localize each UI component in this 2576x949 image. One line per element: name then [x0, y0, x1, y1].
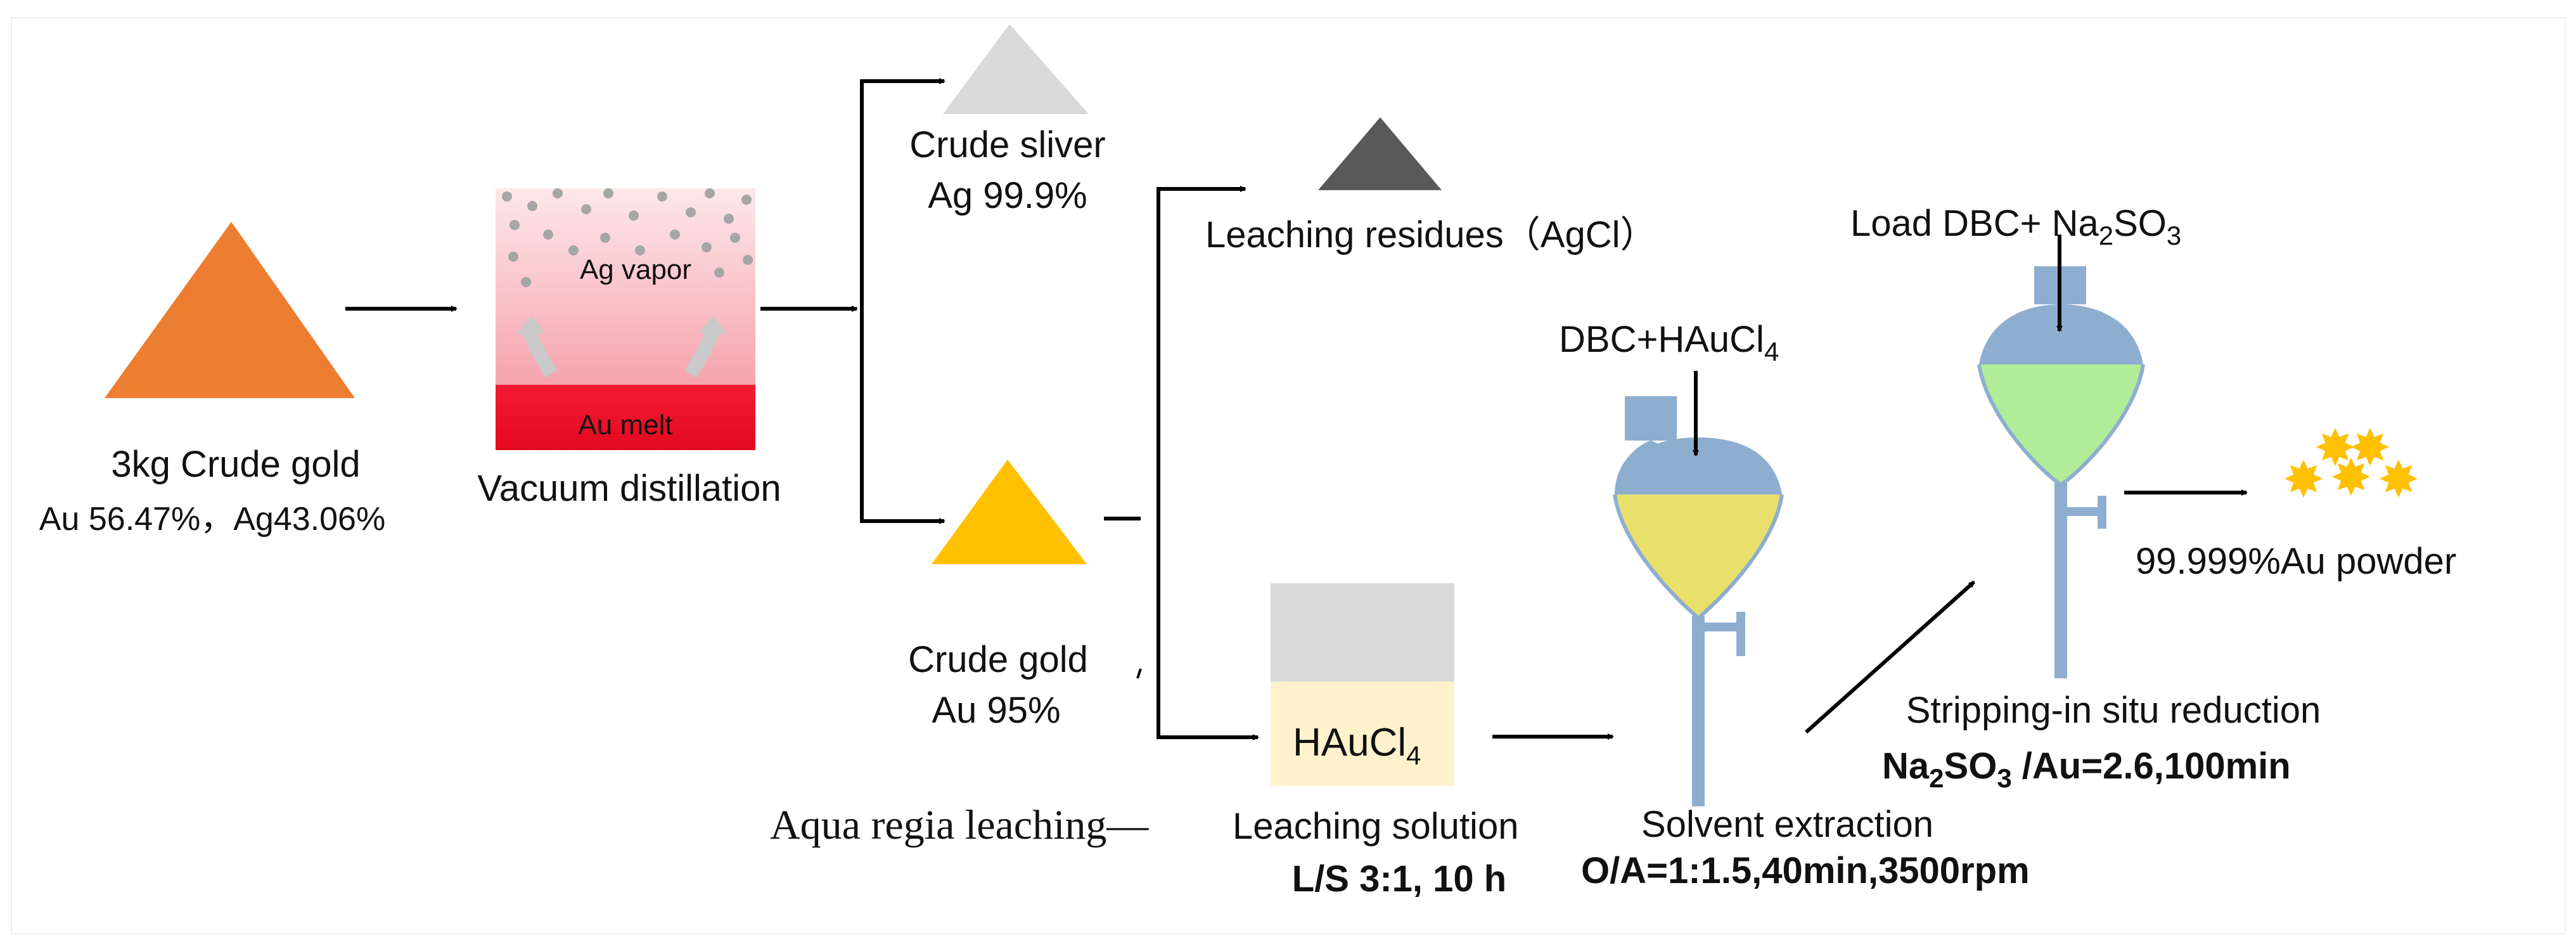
aqueous-phase-yellow — [1615, 494, 1782, 618]
solvent-extraction-label: Solvent extraction — [1641, 804, 1933, 845]
stripping-funnel-stem — [2054, 483, 2067, 678]
leaching-solution-label: Leaching solution — [1233, 806, 1518, 847]
au-star-icon — [2332, 458, 2370, 496]
oa-ratio-label: O/A=1:1.5,40min,3500rpm — [1581, 850, 2030, 891]
stripping-label: Stripping-in situ reduction — [1906, 690, 2321, 731]
au-melt-label: Au melt — [578, 410, 672, 441]
solution-box-top — [1271, 583, 1454, 681]
arrow-to-stripping — [1805, 580, 1975, 734]
na2so3-ratio-label: Na2SO3 /Au=2.6,100min — [1882, 746, 2291, 793]
stopcock-handle — [1736, 612, 1745, 656]
extraction-funnel — [1613, 396, 1784, 806]
au-powder-stars — [2284, 428, 2418, 498]
aqua-regia-label: Aqua regia leaching— — [770, 802, 1149, 848]
load-dbc-label: Load DBC+ Na2SO3 — [1850, 203, 2181, 250]
dbc-haucl4-label: DBC+HAuCl4 — [1559, 319, 1779, 366]
crude-silver-title: Crude sliver — [909, 124, 1105, 165]
stripping-organic-phase — [1979, 304, 2143, 365]
leaching-connector-tick — [1136, 668, 1142, 679]
residue-triangle — [1318, 117, 1442, 190]
crude-gold-title: 3kg Crude gold — [111, 444, 360, 485]
organic-phase — [1615, 437, 1782, 494]
crude-gold-95-triangle — [932, 460, 1087, 564]
stopcock-arm — [1705, 623, 1743, 631]
au-star-icon — [2316, 428, 2354, 466]
ls-ratio-label: L/S 3:1, 10 h — [1292, 858, 1506, 900]
crude-gold-triangle — [105, 222, 355, 398]
funnel-stem — [1692, 616, 1705, 806]
diagram-frame — [11, 17, 2566, 934]
crude-silver-triangle — [943, 24, 1089, 114]
aqueous-phase-green — [1979, 365, 2143, 485]
au-star-icon — [2380, 460, 2418, 498]
melt-zone — [496, 385, 755, 450]
au-star-icon — [2284, 460, 2323, 498]
stripping-stopcock-arm — [2067, 507, 2104, 516]
vapor-particles — [502, 188, 753, 287]
vacuum-distillation-label: Vacuum distillation — [477, 468, 781, 509]
solution-box-bottom — [1271, 681, 1454, 786]
crude-gold-95-title: Crude gold — [908, 639, 1088, 680]
rising-arrow-left-head — [516, 316, 545, 335]
au-star-icon — [2351, 428, 2389, 466]
crude-silver-purity: Ag 99.9% — [928, 175, 1087, 216]
au-powder-label: 99.999%Au powder — [2136, 541, 2456, 582]
stripping-stopcock-handle — [2098, 496, 2106, 529]
crude-gold-95-purity: Au 95% — [932, 690, 1060, 731]
crude-gold-composition: Au 56.47%，Ag43.06% — [39, 501, 385, 538]
leaching-residues-label: Leaching residues（AgCl） — [1205, 214, 1656, 255]
rising-arrow-right-head — [699, 316, 727, 335]
ag-vapor-label: Ag vapor — [580, 254, 691, 285]
haucl4-label: HAuCl4 — [1293, 721, 1421, 770]
